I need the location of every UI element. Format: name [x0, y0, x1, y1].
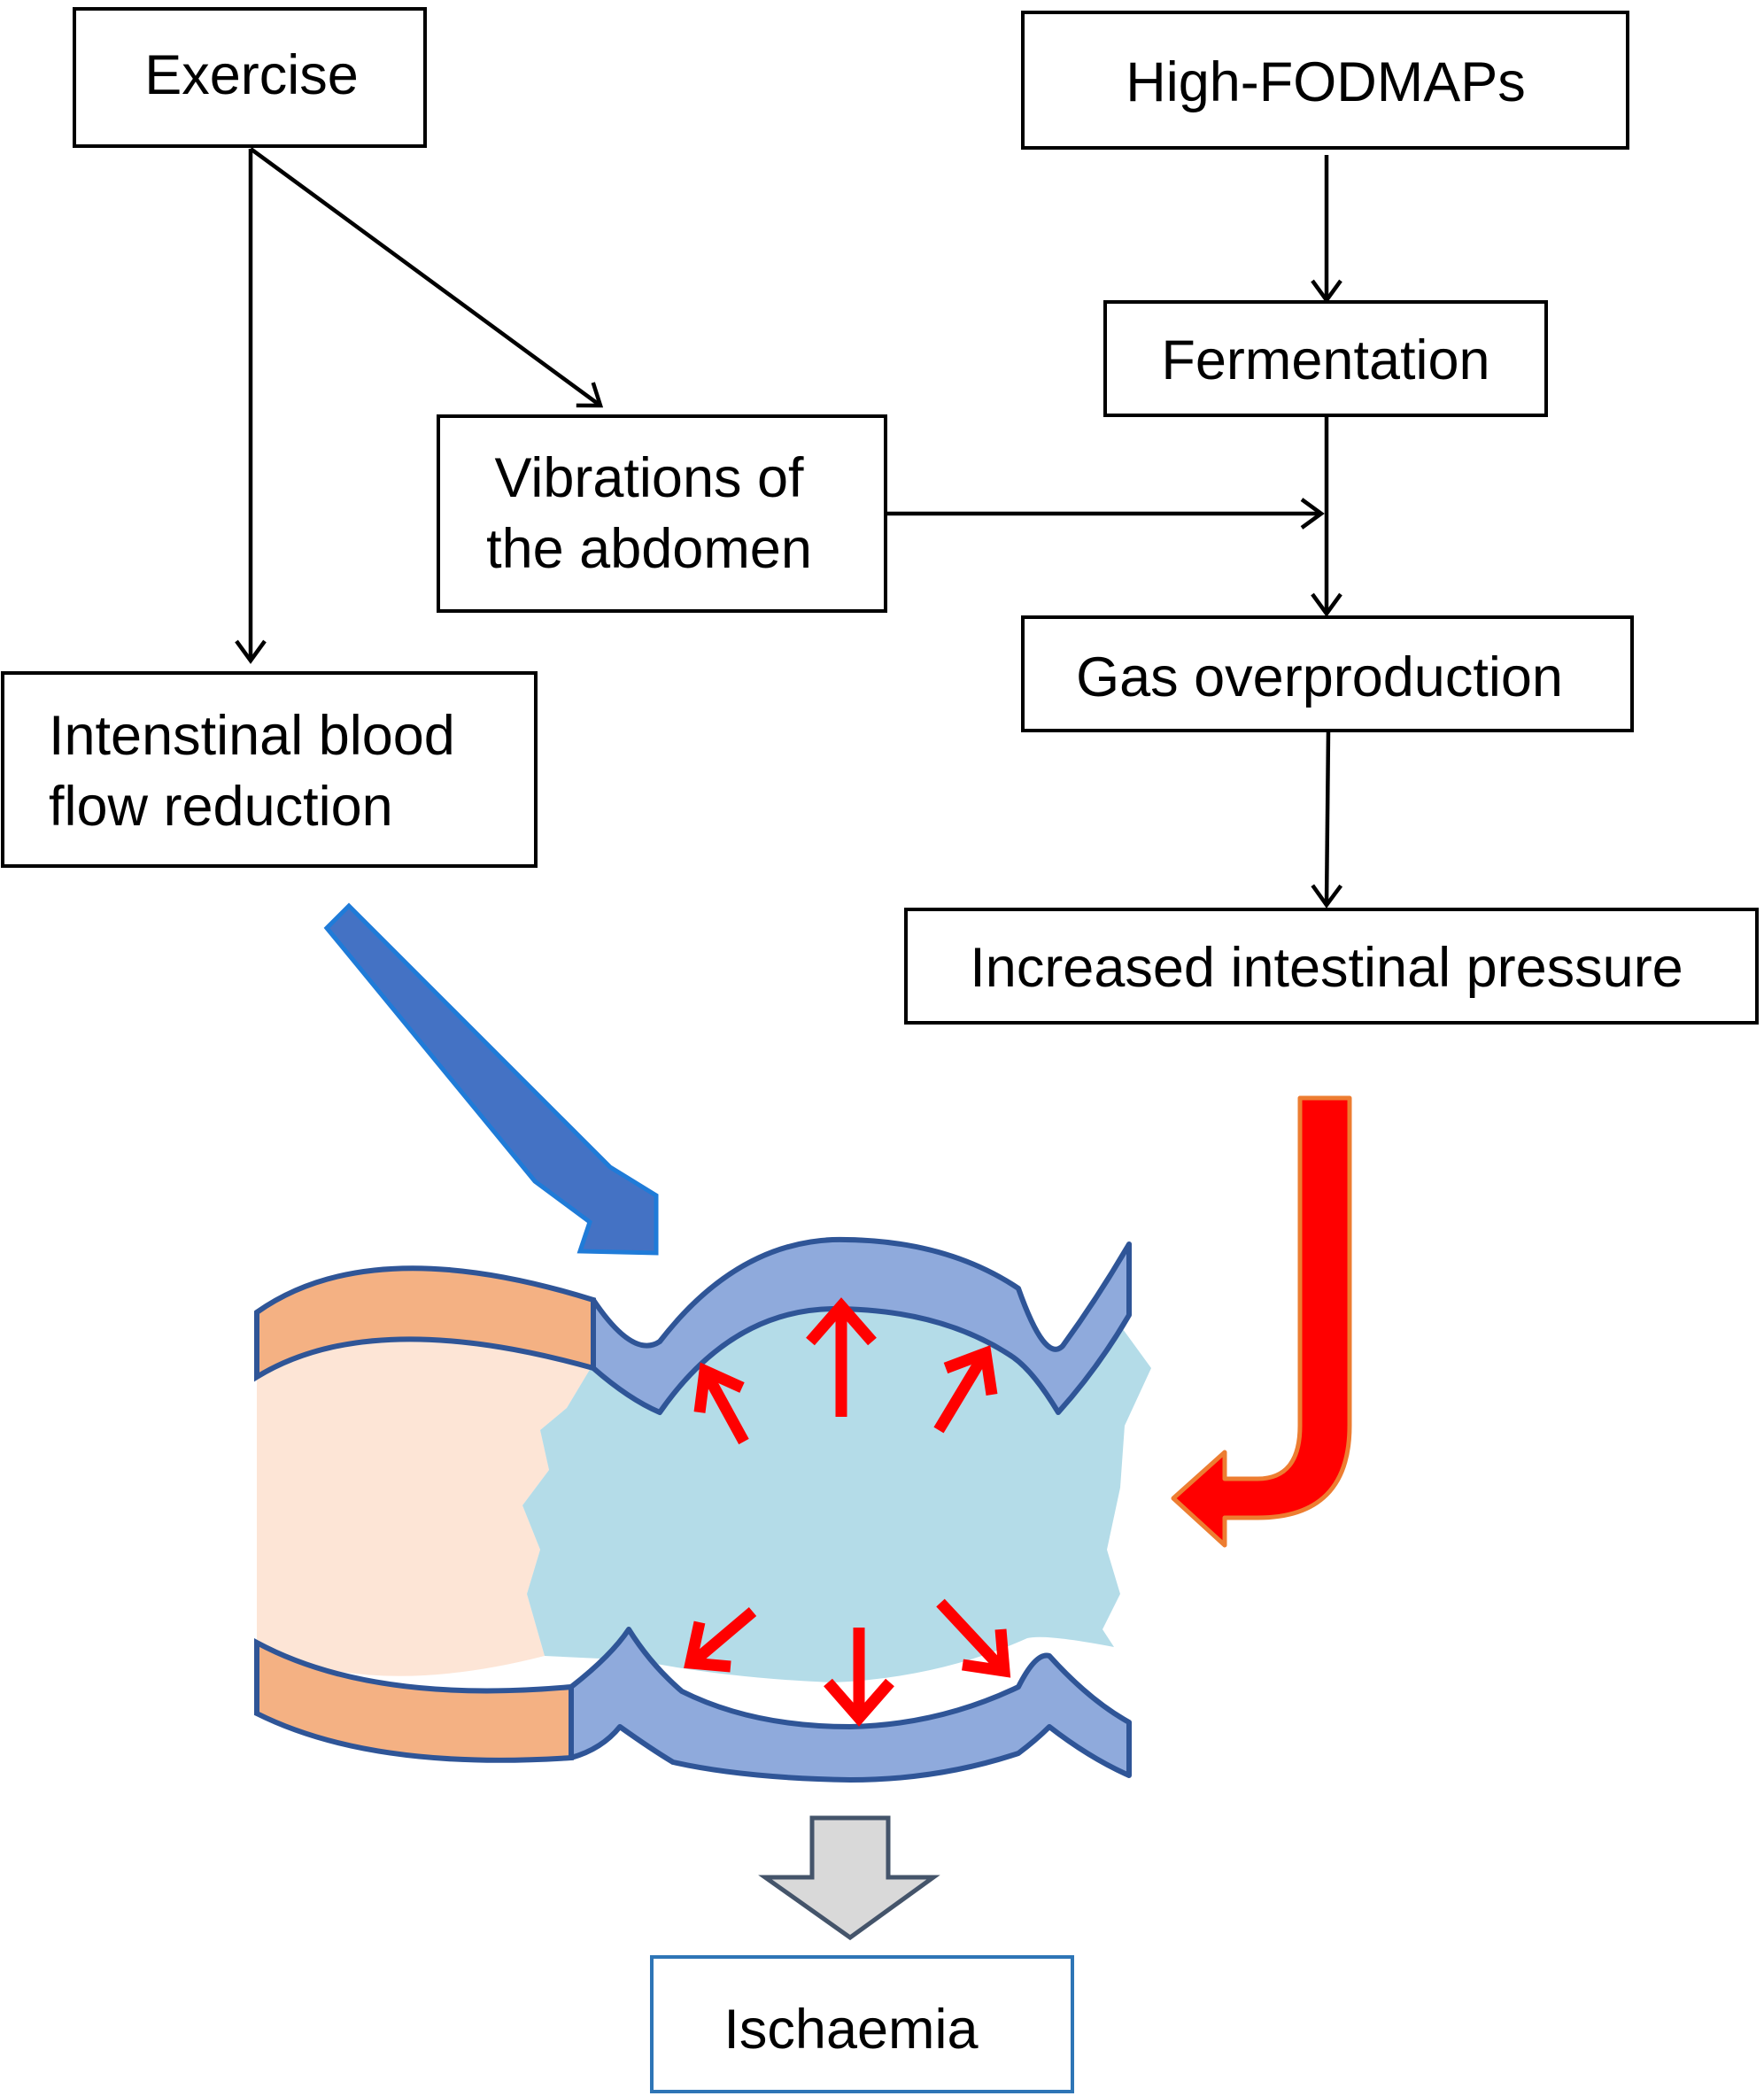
pressure-arrow-down-right — [936, 1598, 1011, 1678]
intestine-lower-wall-blue — [569, 1627, 1132, 1783]
box-blood-flow: Intenstinal blood flow reduction — [1, 671, 538, 868]
intestine-lumen-blue — [522, 1311, 1151, 1682]
arrow-gas-to-pressure — [1311, 731, 1343, 909]
intestine-upper-wall-blue — [591, 1236, 1132, 1415]
intestine-illustration — [254, 1236, 1151, 1783]
fermentation-label: Fermentation — [1161, 329, 1489, 391]
pressure-arrow-down-center — [824, 1628, 894, 1727]
blood-flow-label-line-1: Intenstinal blood — [49, 705, 455, 767]
pressure-arrow-up-right — [933, 1345, 998, 1434]
blood-flow-label-line-2: flow reduction — [49, 776, 393, 838]
intestine-lumen-peach — [257, 1331, 593, 1676]
pressure-arrow-down-left — [684, 1607, 757, 1673]
red-arrow — [1171, 1095, 1352, 1548]
box-pressure: Increased intestinal pressure — [904, 908, 1759, 1025]
pressure-arrows — [684, 1297, 1011, 1727]
box-vibrations: Vibrations of the abdomen — [437, 414, 887, 613]
box-gas-overproduction: Gas overproduction — [1021, 615, 1634, 732]
box-fermentation: Fermentation — [1103, 300, 1548, 417]
vibrations-label-line-1: Vibrations of — [494, 447, 804, 509]
gas-label: Gas overproduction — [1076, 646, 1563, 708]
pressure-arrow-up-left — [693, 1362, 749, 1445]
exercise-label: Exercise — [144, 44, 359, 106]
box-high-fodmaps: High-FODMAPs — [1021, 11, 1629, 150]
box-ischaemia: Ischaemia — [650, 1955, 1074, 2093]
connector-arrows — [235, 147, 1343, 909]
pressure-label: Increased intestinal pressure — [970, 937, 1683, 999]
vibrations-label-line-2: the abdomen — [486, 518, 812, 580]
box-exercise: Exercise — [73, 7, 427, 148]
pressure-arrow-up-center — [806, 1297, 877, 1417]
arrow-exercise-to-vibrations — [249, 147, 604, 408]
ischaemia-label: Ischaemia — [723, 1999, 979, 2061]
high-fodmaps-label: High-FODMAPs — [1126, 51, 1526, 113]
gray-down-arrow — [758, 1815, 940, 1941]
blue-arrow — [323, 902, 659, 1256]
